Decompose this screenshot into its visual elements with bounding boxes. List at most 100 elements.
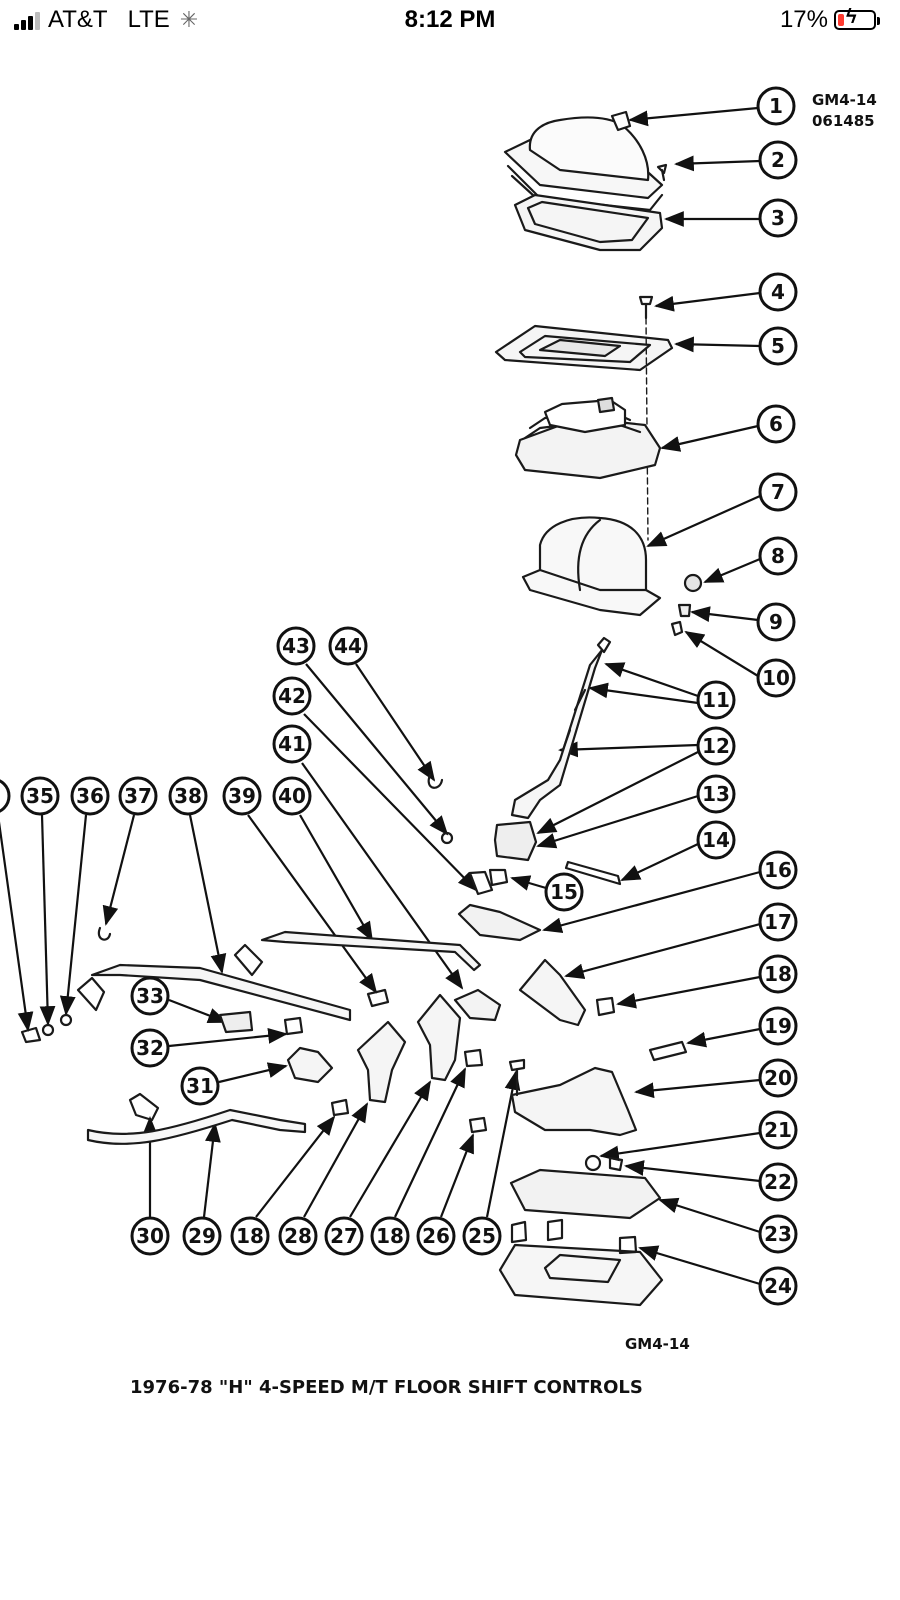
part-callout-circle: [758, 272, 798, 312]
leader-line: [674, 336, 761, 353]
leader-line: [686, 1027, 761, 1048]
washer-drawing: [41, 1023, 55, 1037]
bushing-drawing: [595, 996, 616, 1017]
part-callout-circle: [20, 776, 60, 816]
part-callout-circle: [230, 1216, 270, 1256]
part-number-label: 18: [236, 1224, 264, 1248]
part-callout-circle: [462, 1216, 502, 1256]
bracket-lever-drawing: [356, 1020, 407, 1104]
part-number-label: 5: [771, 334, 785, 358]
leader-line: [305, 663, 449, 836]
part-number-label: 31: [186, 1074, 214, 1098]
bushing-drawing: [584, 1154, 602, 1172]
bushing-drawing: [283, 1016, 304, 1036]
part-callout-circle: [416, 1216, 456, 1256]
part-drawings: [20, 110, 703, 1307]
bushing-drawing: [330, 1098, 350, 1117]
nut-drawing: [677, 603, 692, 618]
part-number-label: 27: [330, 1224, 358, 1248]
leader-line: [510, 875, 547, 891]
nut-drawing: [608, 1156, 624, 1172]
leader-line: [349, 1080, 432, 1218]
bracket-drawing: [286, 1046, 334, 1084]
leader-line: [660, 424, 759, 452]
clip-drawing: [97, 926, 112, 941]
part-callout-circle: [758, 1162, 798, 1202]
figure-code: GM4-14: [812, 91, 877, 109]
part-number-label: 20: [764, 1066, 792, 1090]
part-number-label: 21: [764, 1118, 792, 1142]
part-number-label: 7: [771, 480, 785, 504]
bushing-drawing: [468, 1116, 488, 1134]
knob-ball-drawing: [683, 573, 703, 593]
leader-line: [646, 494, 761, 548]
part-callout-circle: [756, 86, 796, 126]
part-callout-circle: [758, 140, 798, 180]
part-number-label: 14: [702, 828, 730, 852]
part-callout-circle: [758, 1266, 798, 1306]
leader-line: [255, 1115, 336, 1218]
leader-line: [218, 1062, 288, 1084]
part-number-label: 35: [26, 784, 54, 808]
leader-line: [564, 922, 761, 980]
leader-line: [301, 762, 464, 990]
shift-rod-drawing: [86, 1108, 307, 1145]
leader-line: [703, 557, 761, 584]
part-callout-circle: [70, 776, 110, 816]
part-callout-circle: [758, 1110, 798, 1150]
part-number-label: 26: [422, 1224, 450, 1248]
washer-drawing: [440, 831, 454, 845]
status-left: AT&T LTE ✳: [14, 6, 198, 34]
leader-lines: [0, 106, 761, 1286]
leader-line: [536, 751, 699, 834]
swivel-drawing: [233, 943, 264, 977]
leader-line: [102, 814, 136, 926]
part-callout-circle: [370, 1216, 410, 1256]
swivel-drawing: [76, 976, 106, 1012]
part-number-label: 22: [764, 1170, 792, 1194]
part-callout-circle: [758, 1058, 798, 1098]
part-callout-circle: [758, 954, 798, 994]
part-callout-circle: [328, 626, 368, 666]
leader-line: [303, 713, 478, 892]
leader-line: [303, 1102, 368, 1218]
part-number-label: 12: [702, 734, 730, 758]
washer-drawing: [59, 1013, 73, 1027]
part-callout-circle: [180, 1066, 220, 1106]
part-number-label: 13: [702, 782, 730, 806]
part-callout-circle: [130, 976, 170, 1016]
part-callout-circle: [130, 1216, 170, 1256]
leader-line: [394, 1067, 466, 1218]
part-callout-circle: [544, 872, 584, 912]
leader-line: [588, 682, 699, 705]
part-number-label: 16: [764, 858, 792, 882]
part-number-label: 2: [771, 148, 785, 172]
leader-line: [638, 1245, 761, 1286]
boot-retainer-drawing: [513, 193, 664, 252]
leader-line: [604, 662, 699, 698]
part-number-label: 1: [769, 94, 783, 118]
part-callout-circle: [758, 326, 798, 366]
battery-percent: 17%: [779, 6, 828, 33]
shift-rod-drawing: [260, 930, 482, 972]
leader-line: [168, 1027, 288, 1048]
inner-boot-drawing: [514, 396, 662, 480]
loading-spinner-icon: ✳: [179, 7, 199, 32]
part-callout-circle: [168, 776, 208, 816]
figure-code-bottom: GM4-14: [625, 1335, 690, 1353]
leader-line: [654, 291, 761, 312]
part-callout-circle: [118, 776, 158, 816]
part-callout-circle: [130, 1028, 170, 1068]
bushing-drawing: [488, 868, 509, 887]
part-number-label: 37: [124, 784, 152, 808]
part-callout-circle: [272, 676, 312, 716]
part-callout-circle: [272, 724, 312, 764]
part-callout-circle: [758, 1214, 798, 1254]
clip-drawing: [427, 773, 444, 789]
pivot-pin-drawing: [564, 860, 622, 886]
part-callout-circle: [758, 472, 798, 512]
leader-line: [634, 1078, 761, 1099]
part-number-label: 3: [771, 206, 785, 230]
leader-line: [247, 814, 378, 994]
part-number-label: 18: [376, 1224, 404, 1248]
